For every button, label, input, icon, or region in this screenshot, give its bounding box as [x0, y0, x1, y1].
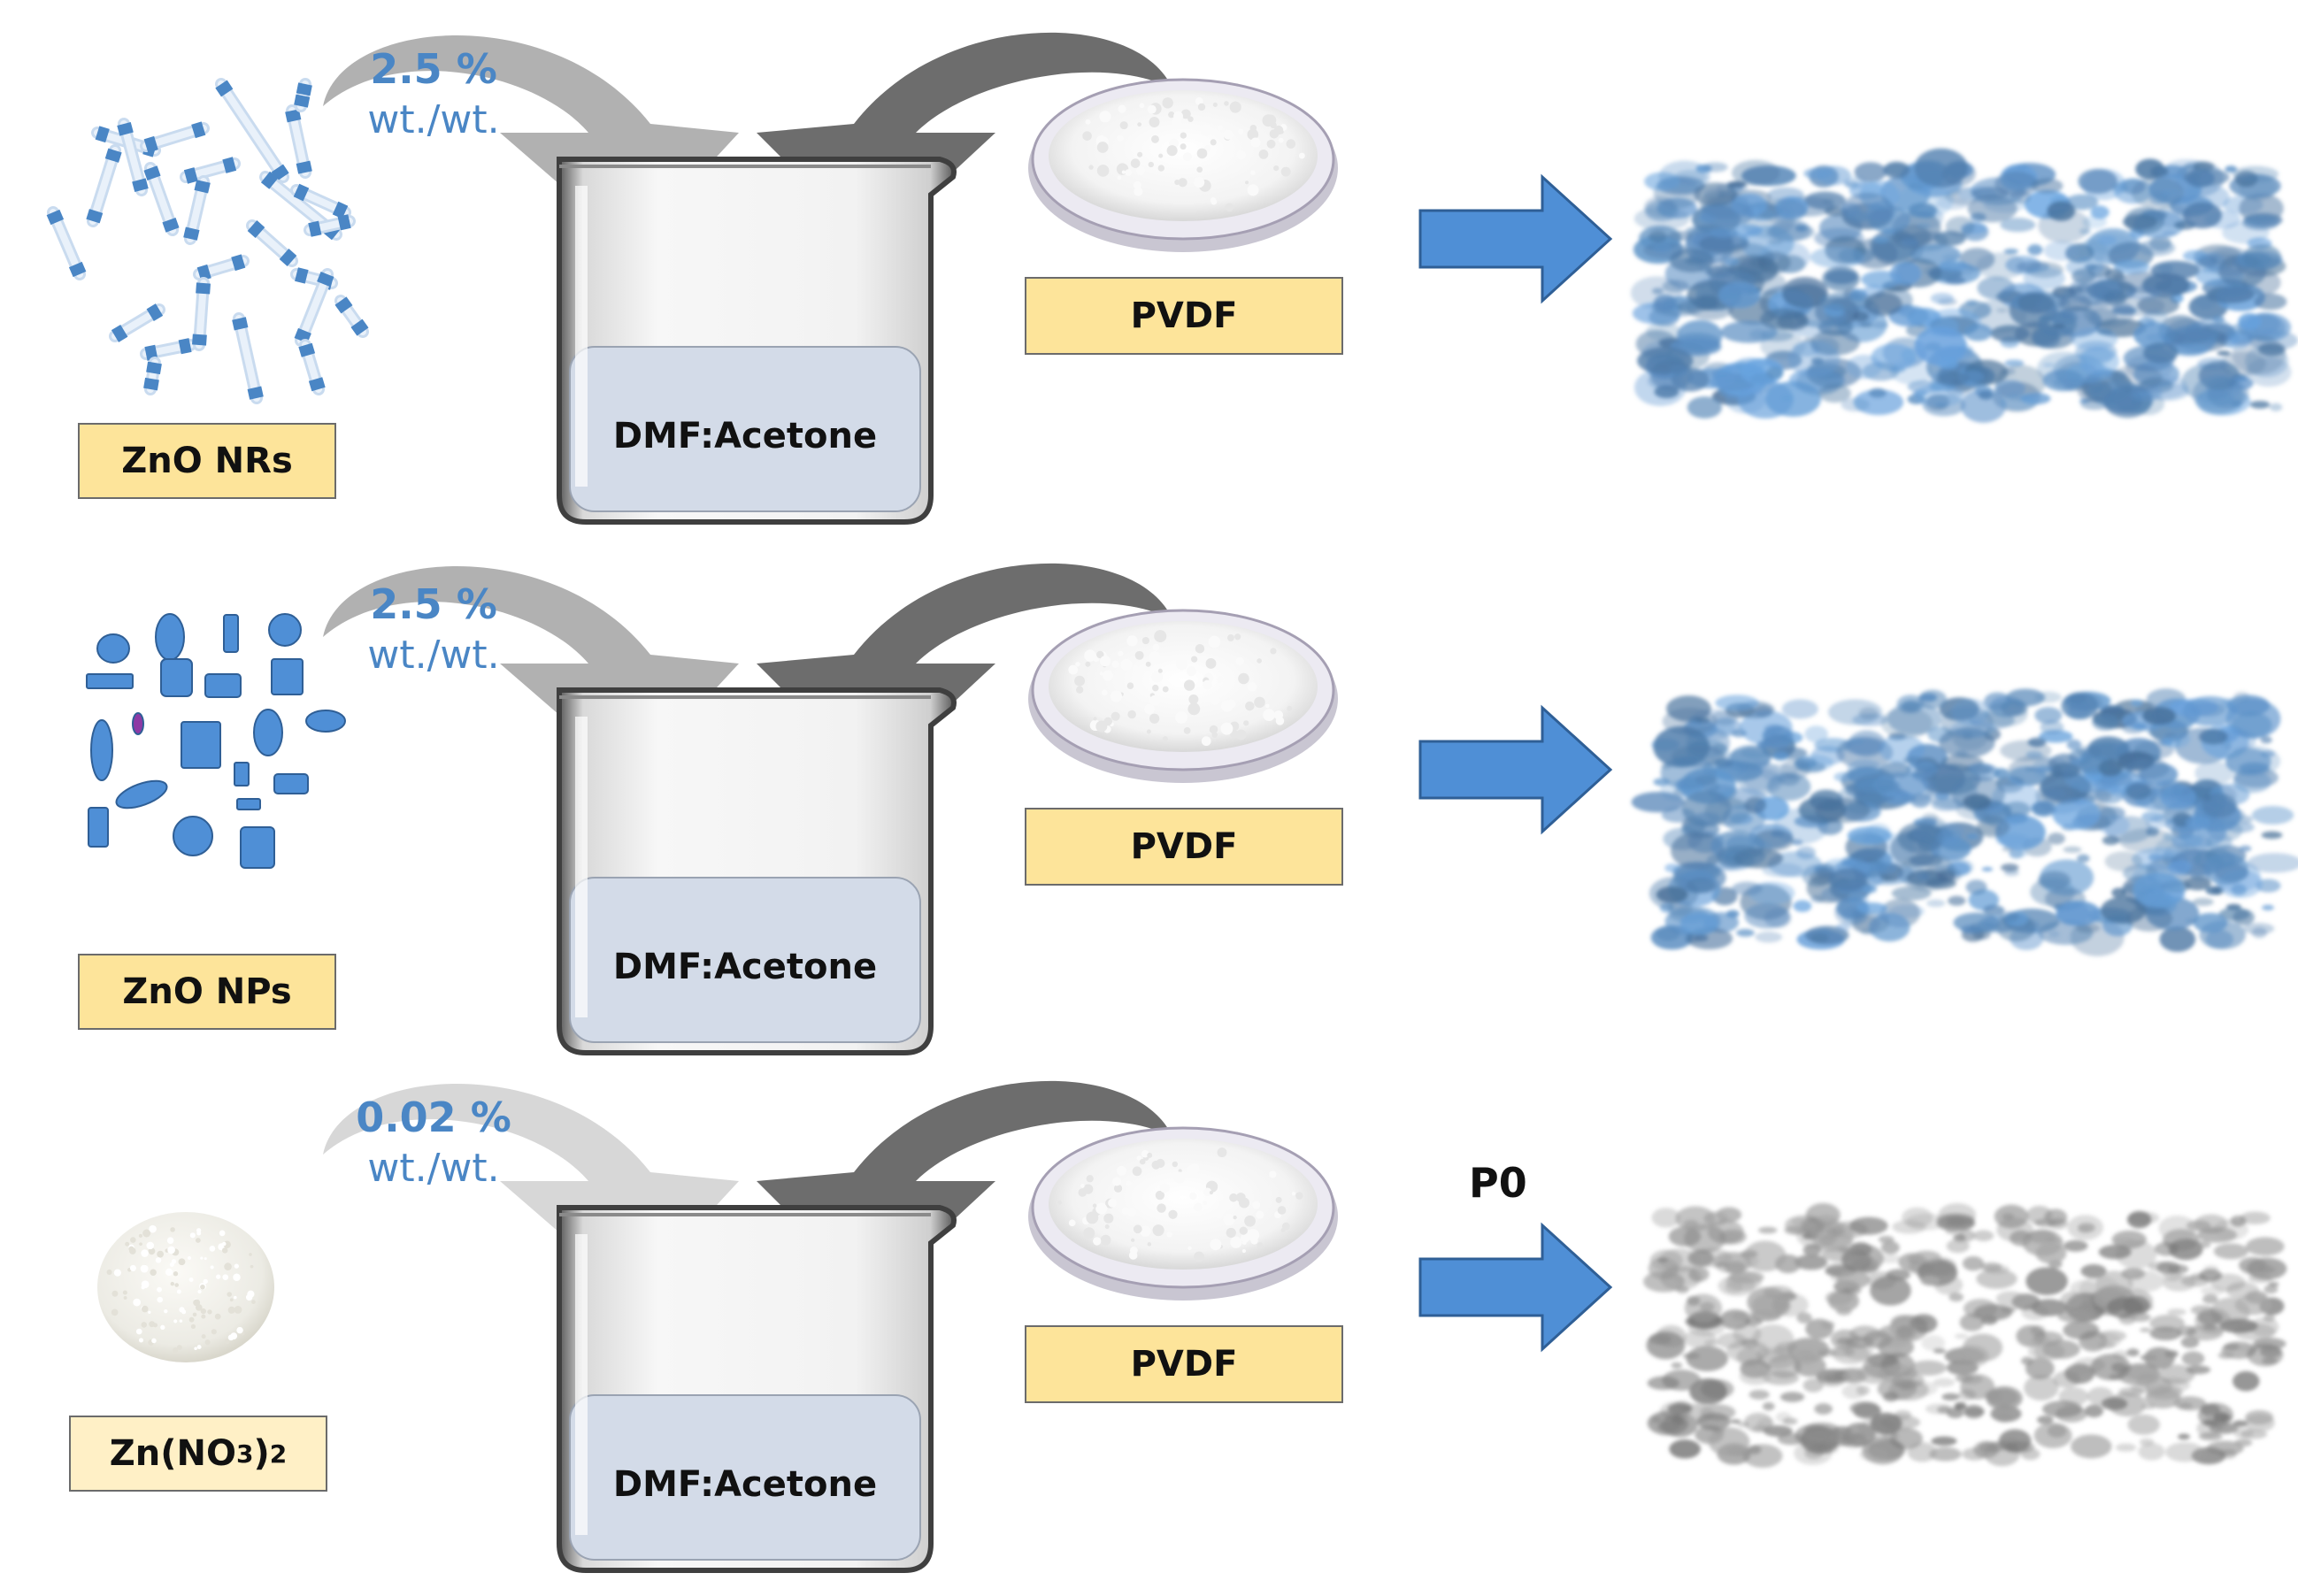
- powder-dish-icon: [1028, 609, 1338, 783]
- polymer-label: PVDF: [1025, 277, 1343, 355]
- nanorod-icon: [232, 312, 264, 404]
- nanorods-illustration: [46, 78, 369, 404]
- nanoparticle-icon: [271, 658, 304, 695]
- ratio-label: 2.5 %wt./wt.: [341, 579, 526, 679]
- nanoparticle-icon: [305, 710, 346, 733]
- nanoparticle-icon: [234, 762, 250, 786]
- row-nanorods: [323, 32, 2298, 525]
- membrane-texture: [1630, 148, 2298, 423]
- nanoparticle-icon: [181, 721, 221, 769]
- nanorod-icon: [143, 357, 162, 395]
- nanoparticle-icon: [88, 807, 109, 848]
- solvent-label: DMF:Acetone: [612, 1464, 878, 1505]
- ratio-label: 2.5 %wt./wt.: [341, 44, 526, 144]
- nanoparticle-icon: [132, 712, 144, 735]
- polymer-label: PVDF: [1025, 808, 1343, 886]
- row-nanoparticles: [323, 563, 2298, 1055]
- beaker-icon: [557, 157, 957, 525]
- nanorod-icon: [143, 162, 180, 236]
- material-label: ZnO NPs: [78, 954, 336, 1030]
- ratio-unit: wt./wt.: [367, 632, 500, 678]
- nanorod-icon: [117, 118, 149, 196]
- nanoparticle-icon: [96, 633, 130, 664]
- nanoparticles-illustration: [86, 613, 346, 869]
- material-label: ZnO NRs: [78, 423, 336, 499]
- polymer-label: PVDF: [1025, 1325, 1343, 1403]
- nanorod-icon: [215, 78, 289, 183]
- block-arrow-icon: [1418, 704, 1613, 835]
- membrane-texture: [1631, 688, 2298, 956]
- beaker-icon: [557, 1205, 957, 1573]
- nanorod-icon: [140, 121, 210, 153]
- nanoparticle-icon: [236, 798, 261, 810]
- nanoparticle-icon: [268, 613, 302, 647]
- ratio-percent: 0.02 %: [356, 1093, 511, 1141]
- nanorod-icon: [180, 157, 241, 184]
- nanorod-icon: [109, 303, 165, 342]
- formula-subscript: 2: [269, 1439, 288, 1469]
- membrane-texture: [1643, 1202, 2287, 1468]
- ratio-unit: wt./wt.: [367, 96, 500, 142]
- formula-subscript: 3: [236, 1439, 254, 1469]
- ratio-label: 0.02 %wt./wt.: [341, 1093, 526, 1193]
- formula-part: ): [253, 1433, 270, 1474]
- nanoparticle-icon: [86, 673, 134, 689]
- nanorod-icon: [290, 183, 351, 219]
- ratio-unit: wt./wt.: [367, 1145, 500, 1191]
- powder-pile-icon: [97, 1212, 274, 1362]
- output-label: P0: [1469, 1159, 1527, 1207]
- ratio-percent: 2.5 %: [370, 45, 497, 93]
- nanorod-icon: [294, 78, 312, 112]
- nanorod-icon: [304, 214, 356, 237]
- nanoparticle-icon: [90, 719, 113, 781]
- powder-dish-icon: [1028, 78, 1338, 252]
- ratio-percent: 2.5 %: [370, 580, 497, 628]
- nanoparticle-icon: [155, 613, 185, 661]
- solvent-label: DMF:Acetone: [612, 947, 878, 987]
- solvent-label: DMF:Acetone: [612, 416, 878, 457]
- powder-dish-icon: [1028, 1126, 1338, 1301]
- nanoparticle-icon: [115, 779, 168, 810]
- nanorod-icon: [183, 175, 211, 245]
- nanorod-icon: [193, 254, 250, 281]
- nanoparticle-icon: [253, 709, 283, 756]
- nanorod-icon: [285, 104, 312, 179]
- beaker-icon: [557, 687, 957, 1055]
- nanoparticle-icon: [273, 773, 309, 794]
- nanorod-icon: [46, 206, 87, 280]
- nanoparticle-icon: [160, 658, 193, 697]
- nanorod-icon: [140, 338, 196, 361]
- formula-part: Zn(NO: [109, 1433, 236, 1474]
- nanoparticle-icon: [240, 826, 275, 869]
- nanorod-icon: [246, 219, 298, 267]
- nanorod-icon: [298, 339, 326, 395]
- nanorod-icon: [192, 277, 211, 351]
- block-arrow-icon: [1418, 1222, 1613, 1353]
- nanoparticle-icon: [223, 614, 239, 653]
- nanoparticle-icon: [204, 673, 242, 698]
- nanoparticle-icon: [173, 816, 213, 856]
- block-arrow-icon: [1418, 173, 1613, 304]
- nanorod-icon: [294, 268, 334, 347]
- nanorod-icon: [334, 295, 369, 338]
- nanorod-icon: [86, 144, 122, 227]
- row-zinc-nitrate: [323, 1080, 2287, 1573]
